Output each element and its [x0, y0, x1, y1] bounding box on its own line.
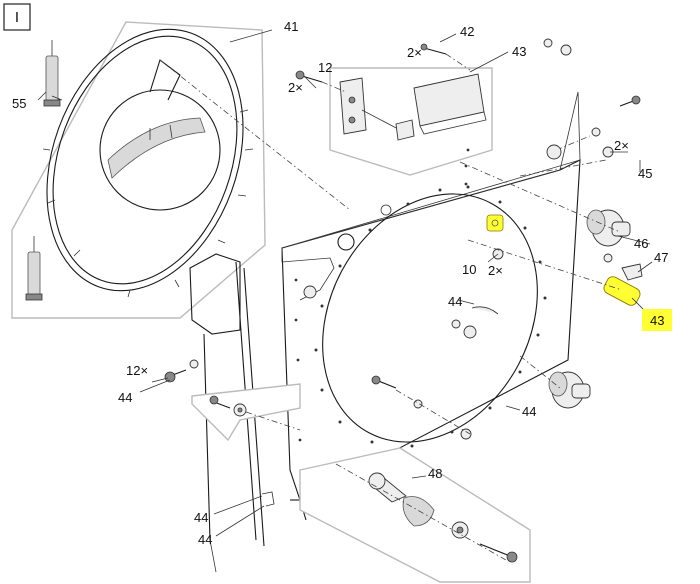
callout-44-bottom-1: 44 — [194, 510, 208, 525]
callout-42: 42 — [460, 24, 474, 39]
callout-45-qty: 2× — [614, 138, 629, 153]
adhesive-tube-bottom — [25, 236, 43, 301]
highlighted-fitting-43[interactable] — [602, 275, 642, 308]
callout-10: 10 — [462, 262, 476, 277]
view-label-box: I — [3, 3, 31, 31]
callout-43-top: 43 — [512, 44, 526, 59]
callout-12-qty: 2× — [288, 80, 303, 95]
callout-43-highlight — [642, 309, 672, 331]
callout-10-qty: 2× — [488, 263, 503, 278]
leader-lines — [51, 33, 653, 537]
clip-10-highlight[interactable] — [486, 214, 504, 232]
adhesive-tube-top — [43, 40, 61, 107]
callout-44-mid: 44 — [448, 294, 462, 309]
callout-47: 47 — [654, 250, 668, 265]
gear-upper — [586, 209, 631, 247]
callout-46: 46 — [634, 236, 648, 251]
callout-44-right: 44 — [522, 404, 536, 419]
callout-44-bottom-2: 44 — [198, 532, 212, 547]
callout-12x-qty: 12× — [126, 363, 148, 378]
callout-42-qty: 2× — [407, 45, 422, 60]
callout-48: 48 — [428, 466, 442, 481]
lower-detail-panel — [191, 383, 301, 442]
gear-lower — [548, 371, 591, 409]
callout-41: 41 — [284, 19, 298, 34]
gasket-detail-panel — [11, 21, 351, 319]
callout-43-highlighted: 43 — [650, 313, 664, 328]
callout-44-left: 44 — [118, 390, 132, 405]
callout-12: 12 — [318, 60, 332, 75]
bracket-detail-panel — [295, 43, 493, 176]
callout-55: 55 — [12, 96, 26, 111]
view-label: I — [15, 9, 19, 26]
callout-labels: 41 42 2× 43 12 2× 55 2× 45 46 47 10 2× 4… — [12, 19, 668, 547]
bearing-detail-panel — [299, 447, 531, 583]
callout-45: 45 — [638, 166, 652, 181]
rear-panel — [281, 91, 581, 521]
right-fittings — [164, 38, 643, 440]
